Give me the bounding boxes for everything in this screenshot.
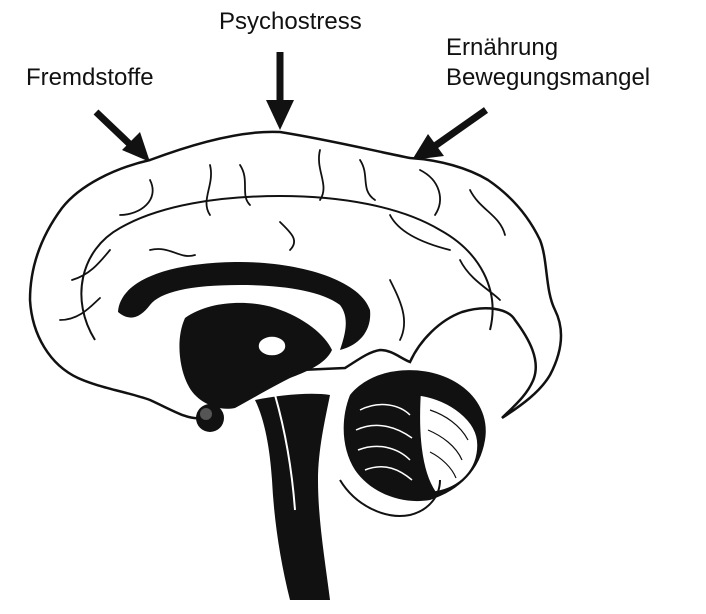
arrow-ernaehrung-bewegungsmangel [412,110,486,160]
cerebellum [344,370,486,501]
brain-stem [255,394,330,600]
arrow-psychostress [266,52,294,130]
thalamus-marker [258,336,286,356]
pituitary-highlight [200,408,212,420]
arrow-fremdstoffe [96,112,150,162]
